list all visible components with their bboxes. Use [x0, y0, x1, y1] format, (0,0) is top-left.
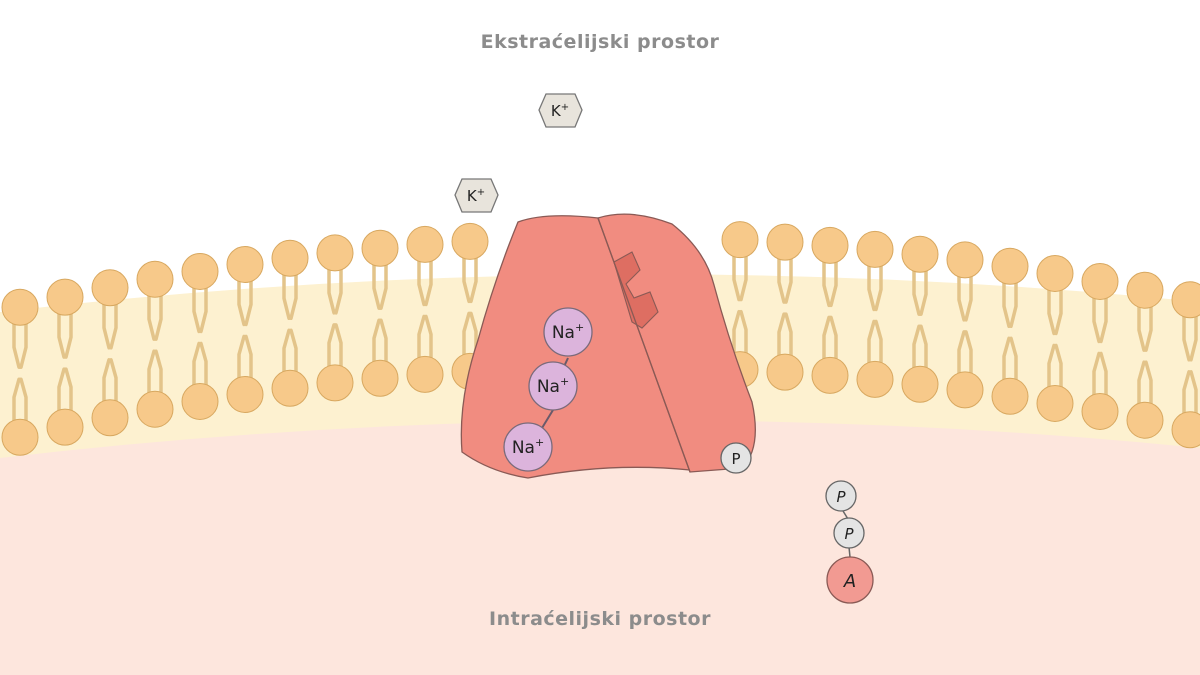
lipid-tails	[417, 258, 433, 361]
lipid-head	[1171, 411, 1200, 449]
lipid-head	[811, 356, 849, 394]
sodium-charge: +	[575, 321, 584, 334]
intracellular-label: Intraćelijski prostor	[489, 608, 711, 630]
lipid-tails	[12, 321, 28, 423]
lipid-head	[766, 223, 804, 261]
lipid-tails	[1047, 287, 1063, 390]
potassium-label: K	[551, 102, 562, 120]
lipid-head	[901, 365, 939, 403]
sodium-label: Na	[552, 323, 575, 343]
svg-text:K+: K+	[551, 102, 569, 120]
lipid-tails	[732, 253, 748, 356]
potassium-charge: +	[477, 187, 485, 198]
lipid-tails	[1182, 314, 1198, 416]
lipid-head	[1126, 271, 1164, 309]
svg-text:Na+: Na+	[537, 375, 569, 397]
lipid-tails	[1137, 304, 1153, 406]
lipid-head	[181, 382, 219, 420]
lipid-head	[271, 369, 309, 407]
lipid-head	[406, 225, 444, 263]
bound-phosphate: P	[720, 442, 752, 474]
lipid-head	[316, 234, 354, 272]
sodium-label: Na	[512, 438, 535, 458]
lipid-head	[226, 375, 264, 413]
lipid-head	[136, 260, 174, 298]
lipid-head	[451, 222, 489, 260]
lipid-tails	[57, 311, 73, 413]
svg-text:Na+: Na+	[512, 436, 544, 458]
lipid-head	[1036, 254, 1074, 292]
lipid-head	[406, 355, 444, 393]
lipid-head	[1, 288, 39, 326]
lipid-head	[1126, 401, 1164, 439]
lipid-head	[91, 399, 129, 437]
sodium-ion: Na+	[528, 361, 578, 411]
lipid-head	[46, 408, 84, 446]
lipid-head	[361, 229, 399, 267]
potassium-ion: K+	[454, 178, 499, 213]
lipid-head	[721, 221, 759, 259]
lipid-head	[946, 371, 984, 409]
sodium-ion: Na+	[503, 422, 553, 472]
potassium-label: K	[467, 187, 478, 205]
adenosine-label: A	[843, 571, 856, 592]
lipid-head	[1081, 392, 1119, 430]
adp-phosphate-label: P	[844, 525, 854, 543]
lipid-tails	[102, 302, 118, 404]
lipid-tails	[282, 272, 298, 375]
svg-text:K+: K+	[467, 187, 485, 205]
lipid-head	[46, 278, 84, 316]
potassium-charge: +	[561, 102, 569, 113]
lipid-tails	[237, 278, 253, 381]
lipid-tails	[957, 274, 973, 376]
lipid-head	[991, 247, 1029, 285]
lipid-head	[271, 239, 309, 277]
sodium-ion: Na+	[530, 307, 593, 447]
lipid-head	[856, 230, 894, 268]
lipid-tails	[192, 285, 208, 388]
lipid-head	[991, 377, 1029, 415]
lipid-head	[766, 353, 804, 391]
pump-seam-line	[597, 217, 691, 473]
lipid-head	[136, 390, 174, 428]
lipid-head	[946, 241, 984, 279]
extracellular-label: Ekstraćelijski prostor	[481, 31, 720, 53]
lipid-tails	[777, 256, 793, 358]
lipid-head	[181, 252, 219, 290]
adp-molecule: P P A	[825, 480, 874, 604]
lipid-head	[1171, 281, 1200, 319]
lipid-tails	[912, 268, 928, 370]
svg-text:Na+: Na+	[552, 321, 584, 343]
adp-phosphate-label: P	[836, 488, 846, 506]
potassium-ion: K+	[538, 93, 583, 128]
lipid-head	[901, 235, 939, 273]
lipid-tails	[1092, 295, 1108, 398]
sodium-charge: +	[560, 375, 569, 388]
lipid-tails	[1002, 280, 1018, 383]
lipid-head	[1081, 262, 1119, 300]
lipid-head	[361, 359, 399, 397]
lipid-head	[856, 360, 894, 398]
intracellular-region	[0, 417, 1200, 675]
lipid-head	[226, 245, 264, 283]
lipid-tails	[147, 293, 163, 395]
phosphate-label: P	[731, 450, 740, 468]
lipid-head	[811, 226, 849, 264]
lipid-tails	[867, 263, 883, 366]
sodium-label: Na	[537, 377, 560, 397]
lipid-head	[1, 418, 39, 456]
lipid-head	[316, 364, 354, 402]
lipid-tails	[372, 262, 388, 364]
lipid-head	[1036, 384, 1074, 422]
lipid-tails	[822, 259, 838, 362]
phospholipid-bilayer	[1, 221, 1200, 456]
sodium-charge: +	[535, 436, 544, 449]
pump-right-subunit	[597, 213, 756, 473]
lipid-head	[91, 269, 129, 307]
lipid-tails	[327, 267, 343, 369]
